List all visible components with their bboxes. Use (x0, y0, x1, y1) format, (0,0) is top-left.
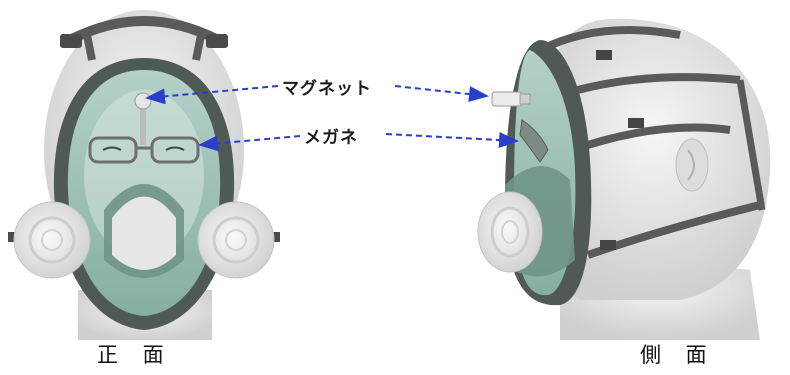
arrow-magnet-front (145, 85, 279, 105)
side-ear (675, 138, 709, 192)
front-filter-left (13, 201, 91, 279)
arrow-glasses-side (385, 132, 519, 149)
front-view (8, 10, 280, 340)
label-magnet: マグネット (280, 74, 374, 99)
side-magnet (491, 91, 531, 107)
side-head-straps (538, 26, 766, 259)
front-glasses (88, 136, 200, 164)
side-glasses (519, 119, 549, 163)
arrow-glasses-front (198, 135, 301, 152)
caption-front: 正 面 (97, 343, 173, 367)
front-magnet (134, 92, 152, 110)
caption-side: 側 面 (640, 343, 716, 367)
label-glasses: メガネ (302, 123, 360, 148)
side-view (477, 18, 771, 340)
callout-arrows (145, 85, 519, 152)
side-filter (477, 191, 543, 273)
arrow-magnet-side (394, 85, 489, 103)
front-filter-right (197, 201, 275, 279)
